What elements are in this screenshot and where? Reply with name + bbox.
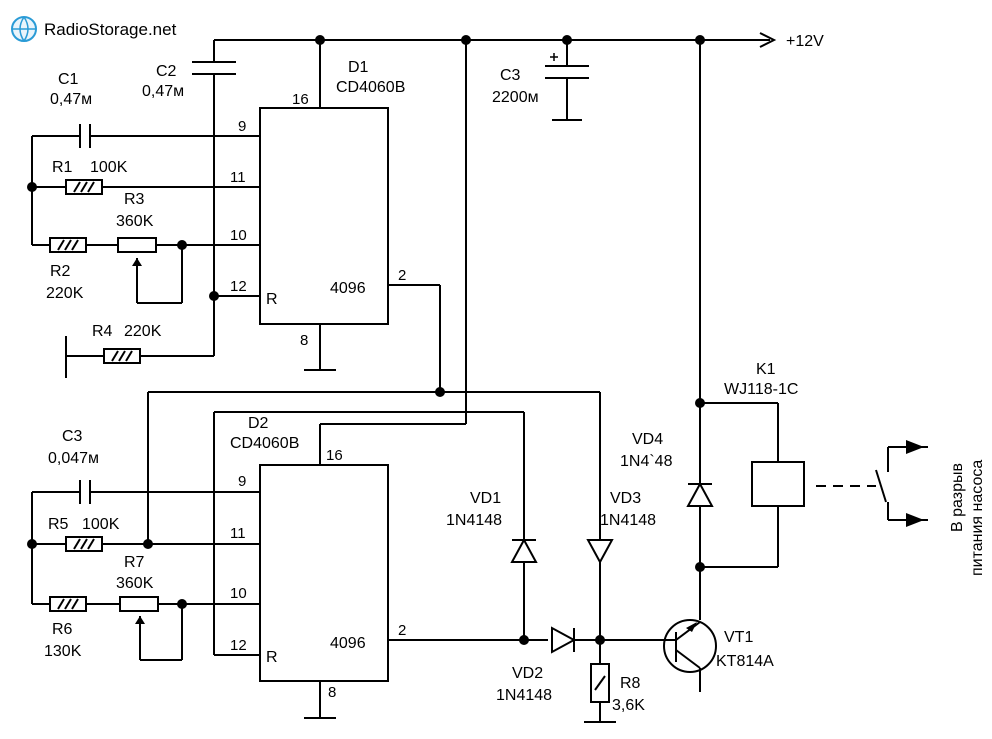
ic1-pin-11: 11 bbox=[230, 169, 246, 186]
ic1-pin-gnd: 8 bbox=[300, 332, 308, 349]
r3-value: 360K bbox=[116, 213, 154, 230]
ic1-name: D1 bbox=[348, 59, 369, 76]
r4-ref: R4 bbox=[92, 323, 113, 340]
ic2-pin-10: 10 bbox=[230, 585, 247, 602]
watermark-text: RadioStorage.net bbox=[44, 20, 177, 39]
k1-ref: K1 bbox=[756, 361, 776, 378]
ic2-output-label: 4096 bbox=[330, 635, 366, 652]
c1-value: 0,47м bbox=[50, 91, 92, 108]
ic1-pin-out: 2 bbox=[398, 267, 406, 284]
ic1-pin-12: 12 bbox=[230, 278, 247, 295]
globe-icon-meridian bbox=[12, 16, 36, 42]
ic1-reset-label: R bbox=[266, 291, 278, 308]
r8-value: 3,6K bbox=[612, 697, 645, 714]
r7-ref: R7 bbox=[124, 554, 145, 571]
c3-bot-ref: C3 bbox=[62, 428, 83, 445]
vd3-ref: VD3 bbox=[610, 490, 641, 507]
ic1-pin-9: 9 bbox=[238, 118, 246, 135]
vd4-ref: VD4 bbox=[632, 431, 663, 448]
ic2-pin-out: 2 bbox=[398, 622, 406, 639]
vd2-ref: VD2 bbox=[512, 665, 543, 682]
ic1-pin-vdd: 16 bbox=[292, 91, 309, 108]
c3-top-value: 2200м bbox=[492, 89, 539, 106]
vd1-value: 1N4148 bbox=[446, 512, 502, 529]
c1-ref: C1 bbox=[58, 71, 79, 88]
pump-note-line1: В разрыв bbox=[949, 463, 966, 532]
ic2-part: CD4060B bbox=[230, 435, 299, 452]
ic2-pin-12: 12 bbox=[230, 637, 247, 654]
ic2-pin-vdd: 16 bbox=[326, 447, 343, 464]
r8-ref: R8 bbox=[620, 675, 641, 692]
ic2-reset-label: R bbox=[266, 649, 278, 666]
r1-ref: R1 bbox=[52, 159, 73, 176]
vd4-value: 1N4`48 bbox=[620, 453, 673, 470]
r5-value: 100K bbox=[82, 516, 120, 533]
ic2-pin-gnd: 8 bbox=[328, 684, 336, 701]
c3-top-ref: C3 bbox=[500, 67, 521, 84]
r2-ref: R2 bbox=[50, 263, 71, 280]
r3-ref: R3 bbox=[124, 191, 145, 208]
r5-ref: R5 bbox=[48, 516, 69, 533]
watermark: RadioStorage.net bbox=[11, 16, 177, 42]
ic2-pin-11: 11 bbox=[230, 525, 246, 542]
ic1-pin-10: 10 bbox=[230, 227, 247, 244]
c2-ref: C2 bbox=[156, 63, 177, 80]
vd2-value: 1N4148 bbox=[496, 687, 552, 704]
c2-value: 0,47м bbox=[142, 83, 184, 100]
ic2-name: D2 bbox=[248, 415, 269, 432]
c3-bot-value: 0,047м bbox=[48, 450, 99, 467]
r4-value: 220K bbox=[124, 323, 162, 340]
r6-ref: R6 bbox=[52, 621, 73, 638]
r2-value: 220K bbox=[46, 285, 84, 302]
r1-value: 100K bbox=[90, 159, 128, 176]
ic2-pin-9: 9 bbox=[238, 473, 246, 490]
ic1-output-label: 4096 bbox=[330, 280, 366, 297]
supply-label: +12V bbox=[786, 33, 824, 50]
r6-value: 130K bbox=[44, 643, 82, 660]
vd3-value: 1N4148 bbox=[600, 512, 656, 529]
vt1-ref: VT1 bbox=[724, 629, 753, 646]
vd1-ref: VD1 bbox=[470, 490, 501, 507]
pump-note-line2: питания насоса bbox=[969, 460, 986, 576]
vt1-value: KT814A bbox=[716, 653, 774, 670]
r7-value: 360K bbox=[116, 575, 154, 592]
k1-value: WJ118-1C bbox=[724, 381, 798, 398]
ic1-part: CD4060B bbox=[336, 79, 405, 96]
